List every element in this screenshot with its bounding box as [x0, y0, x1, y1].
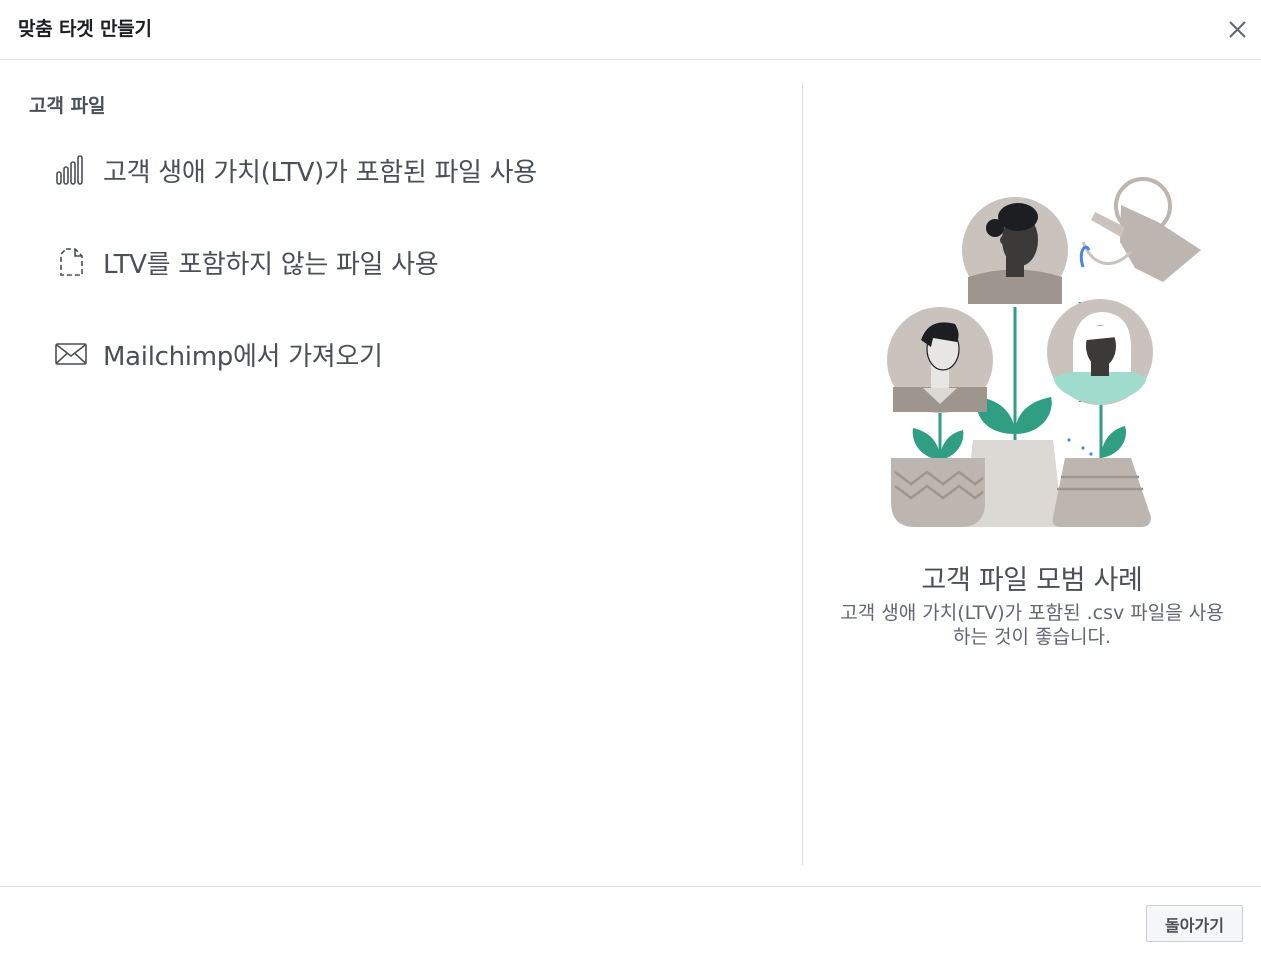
dialog-footer: 돌아가기	[0, 886, 1261, 957]
option-mailchimp[interactable]: Mailchimp에서 가져오기	[54, 334, 383, 374]
bar-chart-icon	[54, 153, 88, 187]
envelope-icon	[54, 337, 88, 371]
dialog-title: 맞춤 타겟 만들기	[18, 18, 152, 40]
best-practice-title: 고객 파일 모범 사례	[921, 565, 1143, 596]
option-label: LTV를 포함하지 않는 파일 사용	[103, 249, 439, 280]
option-ltv-file[interactable]: 고객 생애 가치(LTV)가 포함된 파일 사용	[54, 150, 537, 190]
option-label: 고객 생애 가치(LTV)가 포함된 파일 사용	[103, 157, 537, 188]
plants-people-illustration	[873, 172, 1213, 541]
vertical-divider	[802, 82, 803, 865]
best-practice-description: 고객 생애 가치(LTV)가 포함된 .csv 파일을 사용하는 것이 좋습니다…	[840, 602, 1224, 648]
best-practice-panel: 고객 파일 모범 사례 고객 생애 가치(LTV)가 포함된 .csv 파일을 …	[803, 60, 1261, 886]
file-icon	[54, 245, 88, 279]
section-title: 고객 파일	[29, 95, 106, 117]
dialog-header: 맞춤 타겟 만들기	[0, 0, 1261, 60]
close-icon[interactable]	[1222, 14, 1254, 46]
options-panel: 고객 파일 고객 생애 가치(LTV)가 포함된 파일 사용 LTV를 포함하지…	[0, 60, 802, 886]
back-button[interactable]: 돌아가기	[1146, 905, 1243, 942]
option-label: Mailchimp에서 가져오기	[103, 341, 383, 372]
option-no-ltv-file[interactable]: LTV를 포함하지 않는 파일 사용	[54, 242, 439, 282]
